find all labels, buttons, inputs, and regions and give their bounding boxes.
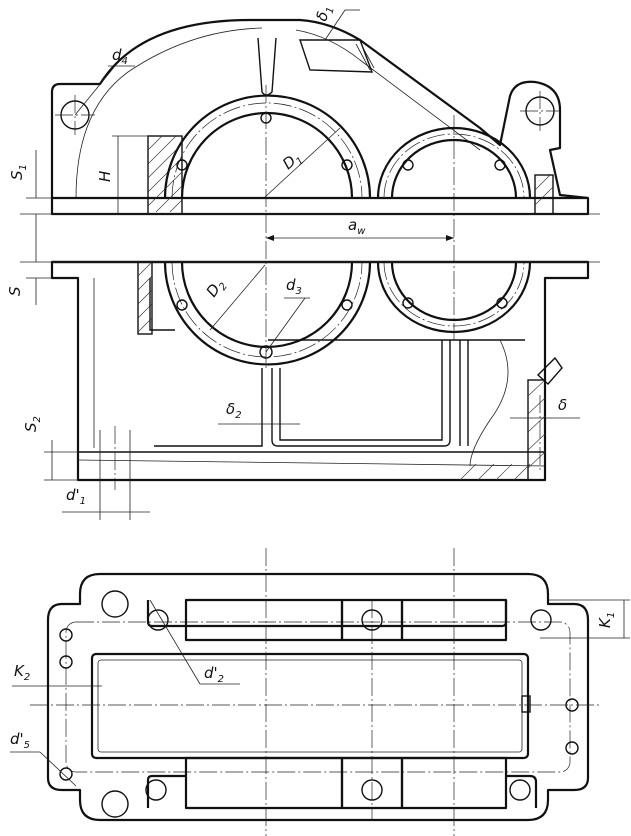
front-view-base [50, 260, 590, 482]
plan-inner-cavity [90, 652, 530, 760]
label-S: S [6, 286, 24, 296]
label-aw: aw [348, 216, 366, 237]
label-S1: S1 [8, 164, 29, 180]
plan-view [10, 548, 630, 836]
label-delta: δ [558, 396, 567, 414]
plan-outer-outline [46, 572, 590, 822]
cover-hatching-left [147, 135, 183, 213]
base-hatching-right [459, 379, 546, 481]
front-view-cover [50, 18, 590, 216]
label-D2: D2 [203, 275, 230, 302]
inspection-hatch [299, 39, 374, 73]
label-D1: D1 [279, 148, 306, 176]
label-d4: d4 [112, 46, 128, 67]
label-K2: K2 [14, 662, 30, 683]
bearing-bores [163, 85, 532, 370]
label-d5-prime: d'5 [10, 730, 30, 751]
label-S2: S2 [22, 416, 43, 432]
label-H: H [96, 171, 114, 182]
cover-outline [50, 18, 590, 216]
label-d3: d3 [286, 276, 302, 297]
front-view-dimensions [20, 9, 600, 520]
oil-gauge [536, 356, 563, 385]
label-delta1: δ1 [312, 3, 336, 23]
label-delta2: δ2 [226, 400, 242, 421]
dimension-labels: d4 δ1 S1 H D1 aw S D2 d3 δ2 δ S2 d'1 K1 … [6, 3, 617, 751]
label-K1: K1 [596, 612, 617, 628]
label-d2-prime: d'2 [204, 664, 224, 685]
label-d1-prime: d'1 [66, 486, 86, 507]
